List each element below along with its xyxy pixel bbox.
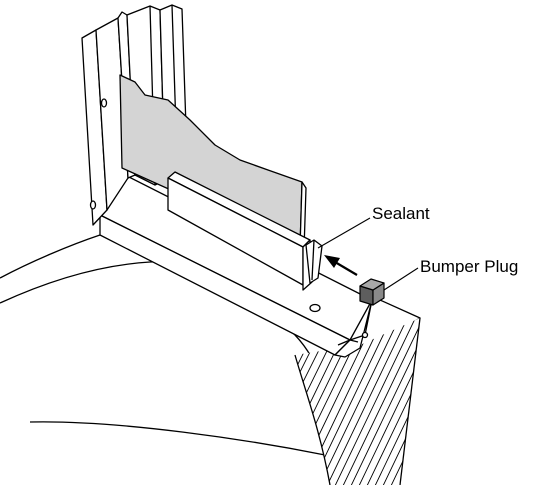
bumper-plug-top — [359, 278, 385, 291]
insertion-arrow — [324, 255, 358, 276]
slab-opening-edge — [0, 261, 328, 456]
sill-hole — [309, 303, 321, 313]
leader-lines — [317, 217, 419, 291]
sealant-bead — [305, 239, 323, 284]
sealant-leader — [317, 217, 371, 249]
arrow-head — [324, 255, 340, 268]
bumper-plug-label: Bumper Plug — [420, 257, 518, 276]
sealant-label: Sealant — [372, 204, 430, 223]
jamb-hole-bottom — [89, 200, 97, 210]
bumper-plug-leader — [383, 267, 419, 291]
bumper-plug — [359, 278, 385, 306]
sill-end-hole — [361, 331, 369, 339]
slab-outer-edge — [0, 234, 101, 279]
jamb-hole-top — [100, 98, 108, 108]
